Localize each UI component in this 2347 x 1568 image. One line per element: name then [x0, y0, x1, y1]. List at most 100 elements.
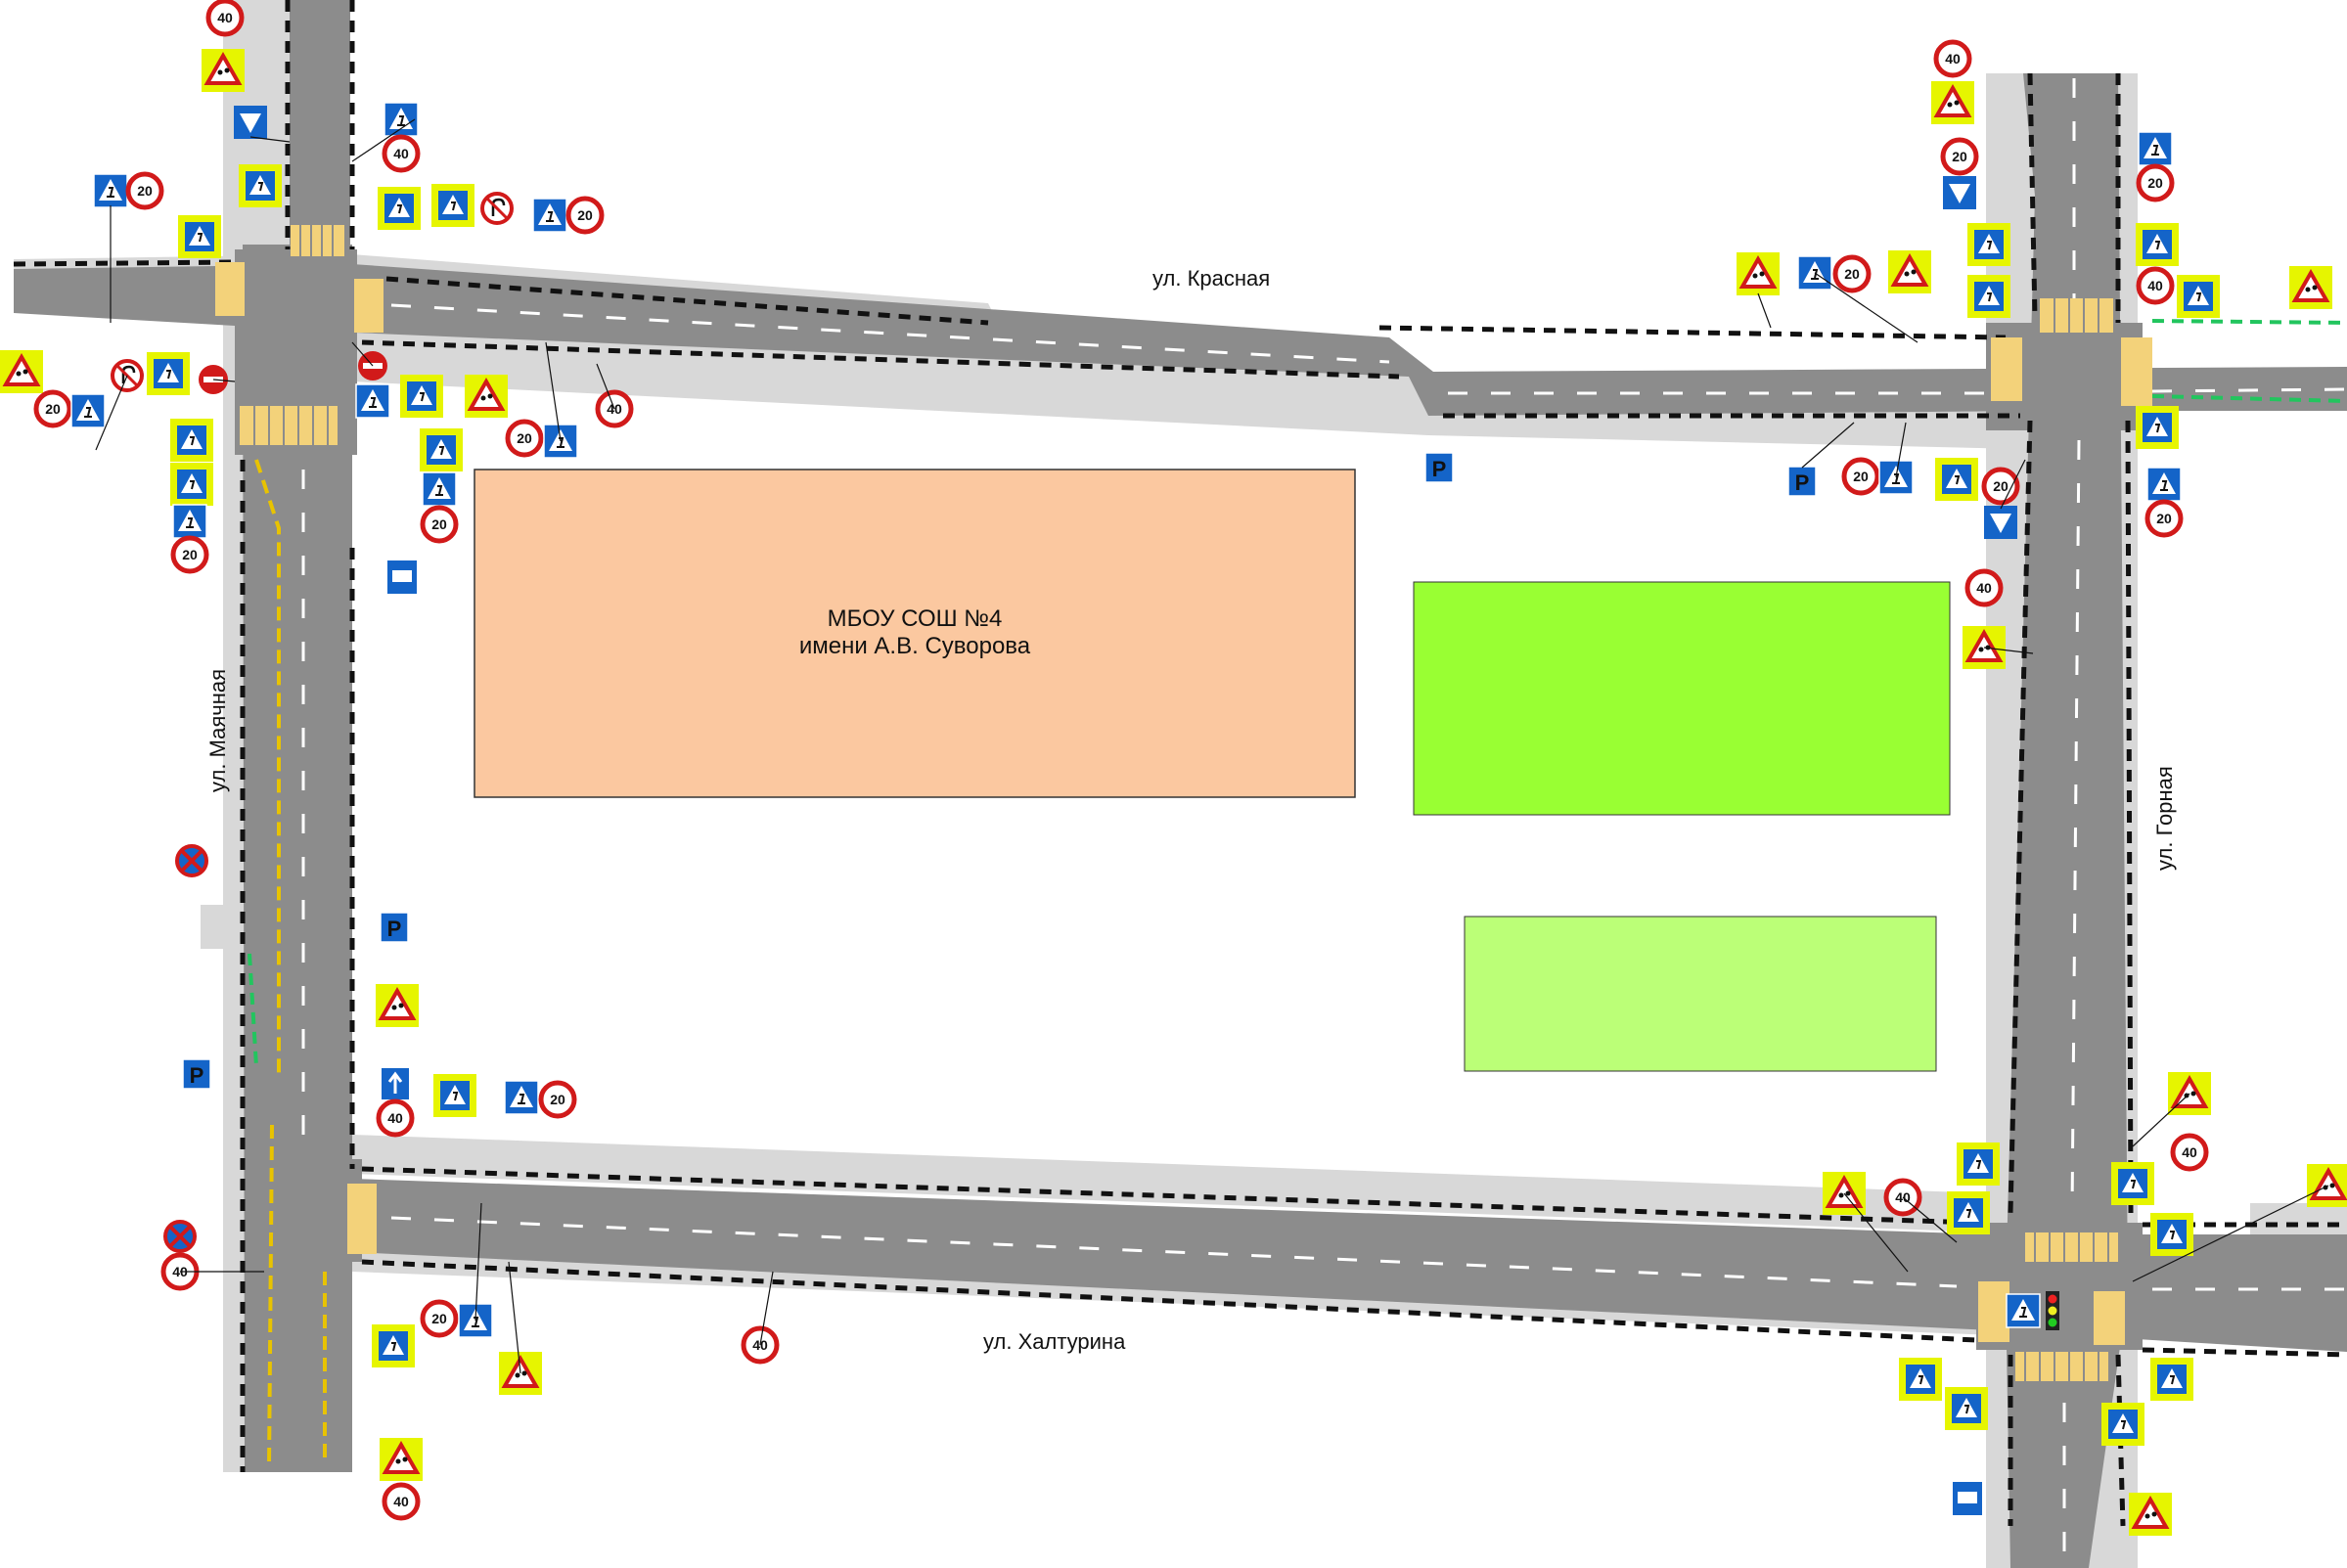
svg-text:40: 40 [2147, 278, 2163, 293]
crossing-sign [432, 1073, 477, 1118]
svg-text:40: 40 [393, 1494, 409, 1509]
speed-limit-sign: 40 [208, 1, 242, 34]
speed-limit-sign: 40 [1967, 571, 2001, 605]
svg-text:20: 20 [1952, 149, 1967, 164]
zebra-crossings [215, 225, 2152, 1381]
crossing-sign [1966, 222, 2011, 267]
crossing-sign [1956, 1142, 2001, 1187]
svg-text:20: 20 [431, 1311, 447, 1326]
crossing-sign [2135, 405, 2180, 450]
roads [14, 0, 2347, 1568]
street-label-khalturina: ул. Халтурина [983, 1329, 1126, 1354]
field-light [1464, 916, 1937, 1072]
speed-limit-sign: 20 [1984, 470, 2017, 503]
svg-text:20: 20 [550, 1092, 565, 1107]
street-label-krasnaya: ул. Красная [1152, 266, 1270, 291]
children-warning-sign [378, 1436, 425, 1483]
school-name-line2: имени А.В. Суворова [799, 633, 1031, 659]
crossing-sign [2100, 1402, 2145, 1447]
crossing-krasnaya-west [215, 262, 245, 316]
sign-leaders [95, 118, 2329, 1374]
speed-limit-sign: 20 [1844, 460, 1877, 493]
crossing-khalturina-west [347, 1184, 377, 1254]
zebra-stripes [253, 225, 2109, 1381]
crossing-sign [2149, 1357, 2194, 1402]
speed-limit-sign: 40 [2139, 269, 2172, 302]
crossing-sign [238, 163, 283, 208]
crossing-sign [532, 198, 567, 233]
svg-text:20: 20 [1844, 266, 1860, 282]
children-warning-sign [2287, 264, 2334, 311]
crossing-sign [422, 471, 457, 507]
svg-text:40: 40 [607, 401, 622, 417]
traffic-light [2046, 1291, 2059, 1330]
svg-text:40: 40 [1945, 51, 1961, 67]
no-stopping-sign [175, 844, 208, 877]
parking-sign: P [380, 912, 409, 943]
children-warning-sign [1735, 250, 1782, 297]
crossing-sign [172, 504, 207, 539]
parking-sign: P [182, 1058, 211, 1090]
children-warning-sign [2127, 1491, 2174, 1538]
straight-only-sign [380, 1066, 411, 1101]
speed-limit-sign: 20 [541, 1083, 574, 1116]
svg-text:20: 20 [2156, 511, 2172, 526]
svg-text:P: P [1795, 470, 1810, 495]
crossing-sign [1934, 457, 1979, 502]
crossing-sign [2110, 1161, 2155, 1206]
no-stopping-sign [163, 1220, 197, 1253]
crossing-sign [504, 1080, 539, 1115]
crossing-sign [146, 351, 191, 396]
give-way-sign [234, 106, 267, 139]
speed-limit-sign: 20 [2139, 166, 2172, 200]
sports-field [1413, 581, 1951, 816]
crossing-sign [1966, 274, 2011, 319]
svg-text:40: 40 [2182, 1144, 2197, 1160]
svg-text:20: 20 [1993, 478, 2008, 494]
crossing-sign [1946, 1190, 1991, 1235]
bus-stop-sign [387, 560, 417, 594]
speed-limit-sign: 40 [384, 137, 418, 170]
crossing-sign [169, 418, 214, 463]
svg-text:20: 20 [45, 401, 61, 417]
speed-limit-sign: 40 [598, 392, 631, 426]
crossing-sign [1944, 1386, 1989, 1431]
crossing-krasnaya-east [1991, 337, 2022, 401]
no-turn-sign [480, 192, 514, 225]
crossing-krasnaya-school [354, 279, 384, 333]
speed-limit-sign: 20 [423, 1302, 456, 1335]
speed-limit-sign: 20 [173, 538, 206, 571]
children-warning-sign [2305, 1162, 2347, 1209]
yellow-markings [254, 459, 327, 1468]
speed-limit-sign: 20 [128, 174, 161, 207]
school-name-line1: МБОУ СОШ №4 [828, 605, 1003, 632]
speed-limit-sign: 40 [1936, 42, 1969, 75]
crossing-sign [384, 102, 419, 137]
svg-text:20: 20 [577, 207, 593, 223]
crossing-gornaya-south [2025, 1232, 2118, 1262]
children-warning-sign [1886, 248, 1933, 295]
svg-text:20: 20 [431, 516, 447, 532]
crossing-sign [1898, 1357, 1943, 1402]
crossing-sign [430, 183, 475, 228]
crossing-sign [377, 186, 422, 231]
speed-limit-sign: 20 [1835, 257, 1869, 291]
crossing-gornaya-north [2040, 298, 2113, 333]
svg-text:20: 20 [2147, 175, 2163, 191]
crossing-sign [2006, 1293, 2041, 1328]
svg-text:40: 40 [387, 1110, 403, 1126]
speed-limit-sign: 20 [568, 199, 602, 232]
lane-markings [301, 78, 2347, 1565]
green-strips [248, 319, 2347, 1067]
crossing-sign [70, 393, 106, 428]
svg-text:40: 40 [1976, 580, 1992, 596]
children-warning-sign [1929, 79, 1976, 126]
svg-text:P: P [387, 917, 402, 941]
svg-text:40: 40 [393, 146, 409, 161]
curbs [13, 0, 2347, 1527]
svg-text:P: P [1432, 457, 1447, 481]
svg-text:40: 40 [217, 10, 233, 25]
parking-sign: P [1787, 466, 1817, 497]
svg-text:20: 20 [137, 183, 153, 199]
children-warning-sign [374, 982, 421, 1029]
